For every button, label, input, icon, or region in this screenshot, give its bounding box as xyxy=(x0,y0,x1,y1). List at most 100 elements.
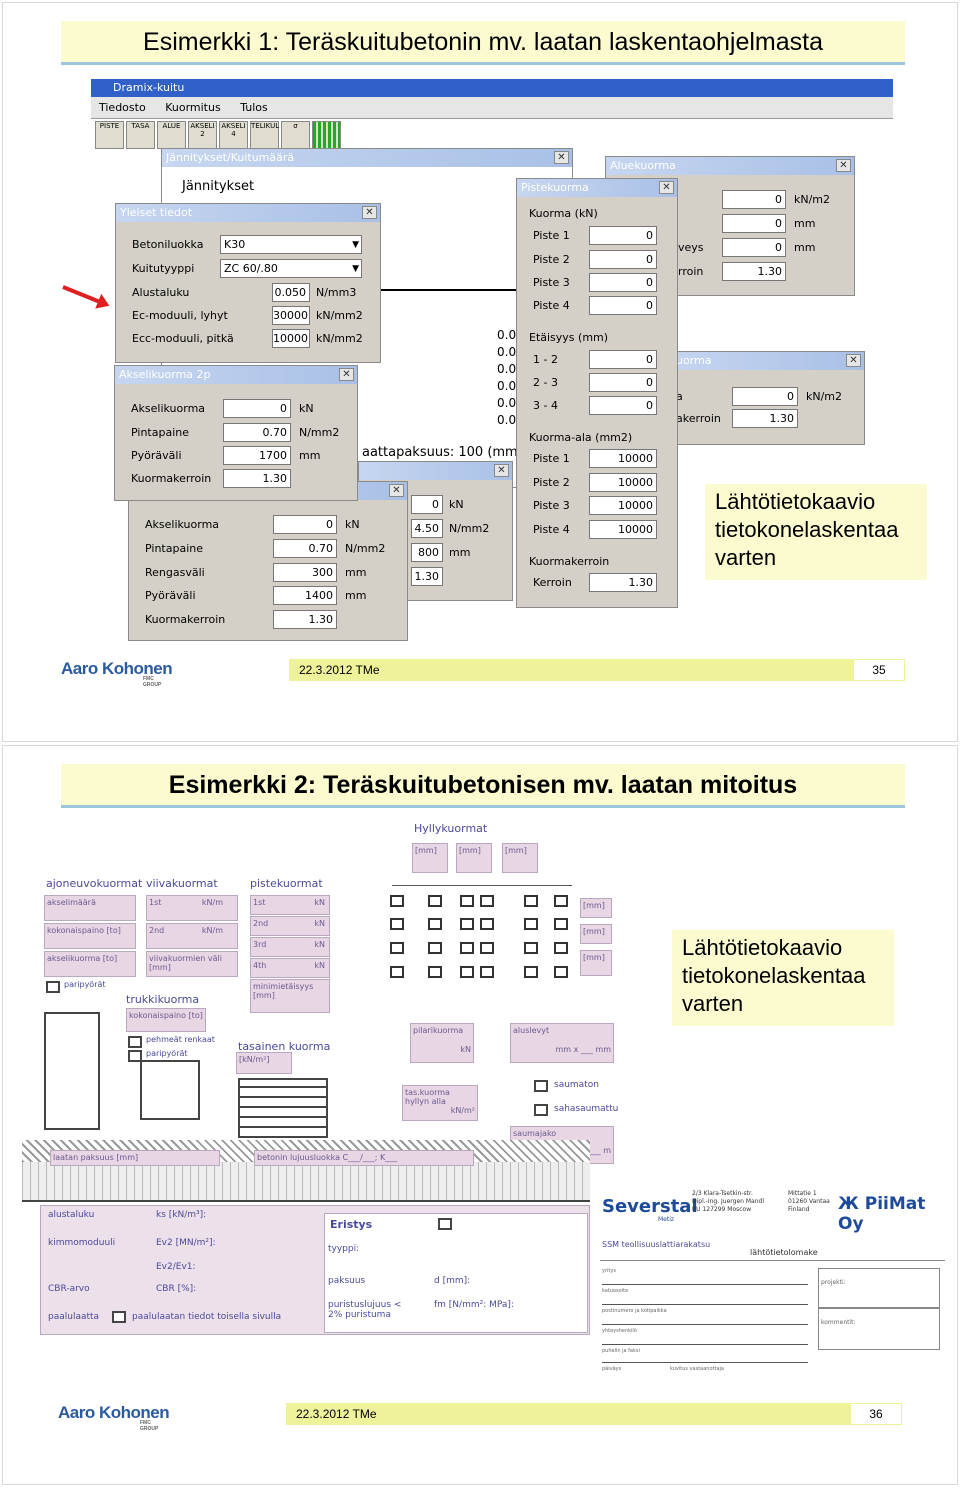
field-value[interactable]: 800 xyxy=(411,543,443,562)
field-value[interactable]: 0 xyxy=(589,296,657,315)
tool-sigma-button[interactable]: σ xyxy=(281,121,310,149)
field-value[interactable]: 10000 xyxy=(272,329,310,348)
pallet-icon xyxy=(238,1078,328,1138)
truck-icon xyxy=(44,1012,100,1130)
betoniluokka-select[interactable]: K30▼ xyxy=(220,235,362,254)
field-value[interactable]: 0 xyxy=(589,373,657,392)
close-icon[interactable]: ✕ xyxy=(339,368,354,381)
field-value[interactable]: 0 xyxy=(722,238,786,257)
laatan-paksuus-field[interactable]: laatan paksuus [mm] xyxy=(50,1150,220,1166)
field-value[interactable]: 1.30 xyxy=(732,409,798,428)
close-icon[interactable]: ✕ xyxy=(659,181,674,194)
menu-kuormitus[interactable]: Kuormitus xyxy=(165,101,221,114)
kommentit-field[interactable]: kommentit: xyxy=(818,1308,940,1350)
field-value[interactable]: 0 xyxy=(722,214,786,233)
close-icon[interactable]: ✕ xyxy=(362,206,377,219)
tasainen-field[interactable]: [kN/m²] xyxy=(236,1052,292,1074)
field-value[interactable]: 0 xyxy=(589,250,657,269)
field-value[interactable]: 0 xyxy=(732,387,798,406)
severstal-logo: Severstal xyxy=(602,1196,698,1217)
sahasaumattu-checkbox[interactable] xyxy=(534,1104,548,1116)
field-value[interactable]: 1.30 xyxy=(411,567,443,586)
pehmeat-checkbox[interactable] xyxy=(128,1036,142,1048)
close-icon[interactable]: ✕ xyxy=(389,484,404,497)
field-value[interactable]: 1.30 xyxy=(722,262,786,281)
field-value[interactable]: 10000 xyxy=(589,449,657,468)
trukki-paino-field[interactable]: kokonaispaino [to] xyxy=(126,1008,206,1032)
eristys-checkbox[interactable] xyxy=(438,1218,452,1230)
hyllykuormat-label: Hyllykuormat xyxy=(414,822,488,835)
field-value[interactable]: 0 xyxy=(589,350,657,369)
paalulaatta-checkbox[interactable] xyxy=(112,1311,126,1323)
field-value[interactable]: 10000 xyxy=(589,496,657,515)
slide-title: Esimerkki 2: Teräskuitubetonisen mv. laa… xyxy=(61,764,905,808)
tool-tasa-button[interactable]: TASA xyxy=(126,121,155,149)
field-value[interactable]: 0 xyxy=(589,396,657,415)
projekti-field[interactable]: projekti: xyxy=(818,1268,940,1308)
chevron-down-icon: ▼ xyxy=(352,240,359,250)
betonin-lujuus-field[interactable]: betonin lujuusluokka C___/___; K___ xyxy=(254,1150,474,1166)
tool-piste-button[interactable]: PISTE xyxy=(95,121,124,149)
field-value[interactable]: 10000 xyxy=(589,520,657,539)
shelf-mm-field[interactable]: [mm] xyxy=(580,950,612,976)
field-value[interactable]: 30000 xyxy=(272,306,310,325)
field-value[interactable]: 300 xyxy=(273,563,337,582)
field-value[interactable]: 1.30 xyxy=(273,610,337,629)
paripyorat-checkbox[interactable] xyxy=(46,981,60,993)
field-value[interactable]: 0 xyxy=(411,495,443,514)
close-icon[interactable]: ✕ xyxy=(554,151,569,164)
field-value[interactable]: 1400 xyxy=(273,586,337,605)
group-label: Kuorma-ala (mm2) xyxy=(529,431,633,444)
akselimaara-field[interactable]: akselimäärä xyxy=(44,895,136,921)
field-value[interactable]: 1.30 xyxy=(589,573,657,592)
page-number: 35 xyxy=(853,659,905,681)
field-value[interactable]: 1700 xyxy=(223,446,291,465)
field-value[interactable]: 0 xyxy=(722,190,786,209)
note-box: Lähtötietokaavio tietokonelaskentaa vart… xyxy=(705,484,927,580)
tool-alue-button[interactable]: ALUE xyxy=(157,121,186,149)
close-icon[interactable]: ✕ xyxy=(494,464,509,477)
field-value[interactable]: 1.30 xyxy=(223,469,291,488)
field-value[interactable]: 0.050 xyxy=(272,283,310,302)
field-value[interactable]: 10000 xyxy=(589,473,657,492)
menu-tiedosto[interactable]: Tiedosto xyxy=(99,101,146,114)
kuitutyyppi-select[interactable]: ZC 60/.80▼ xyxy=(220,259,362,278)
shelf-mm-field[interactable]: [mm] xyxy=(502,843,538,873)
field-value[interactable]: 0.70 xyxy=(273,539,337,558)
viivavali-field[interactable]: viivakuormien väli [mm] xyxy=(146,951,238,977)
menu-tulos[interactable]: Tulos xyxy=(240,101,268,114)
field-value[interactable]: 0.70 xyxy=(223,423,291,442)
minimietaisyys-field[interactable]: minimietäisyys [mm] xyxy=(250,979,330,1013)
tool-akseli2-button[interactable]: AKSELI 2 xyxy=(188,121,217,149)
field-value[interactable]: 0 xyxy=(589,226,657,245)
field-value[interactable]: 0 xyxy=(273,515,337,534)
shelf-mm-field[interactable]: [mm] xyxy=(456,843,492,873)
tool-telikul-button[interactable]: TELIKUL xyxy=(250,121,279,149)
field-value[interactable]: 4.50 xyxy=(411,519,443,538)
shelf-mm-field[interactable]: [mm] xyxy=(412,843,448,873)
shelf-mm-field[interactable]: [mm] xyxy=(580,924,612,944)
close-icon[interactable]: ✕ xyxy=(836,159,851,172)
shelf-mm-field[interactable]: [mm] xyxy=(580,898,612,918)
saumaton-checkbox[interactable] xyxy=(534,1080,548,1092)
field-value[interactable]: 0 xyxy=(589,273,657,292)
kokonaispaino-field[interactable]: kokonaispaino [to] xyxy=(44,923,136,949)
trukki-paripyorat-checkbox[interactable] xyxy=(128,1050,142,1062)
close-icon[interactable]: ✕ xyxy=(846,354,861,367)
window-title: Akselikuorma 2p xyxy=(119,368,211,381)
field-value[interactable]: 0 xyxy=(223,399,291,418)
footer-date: 22.3.2012 TMe xyxy=(299,663,380,677)
akselikuorma-field[interactable]: akselikuorma [to] xyxy=(44,951,136,977)
